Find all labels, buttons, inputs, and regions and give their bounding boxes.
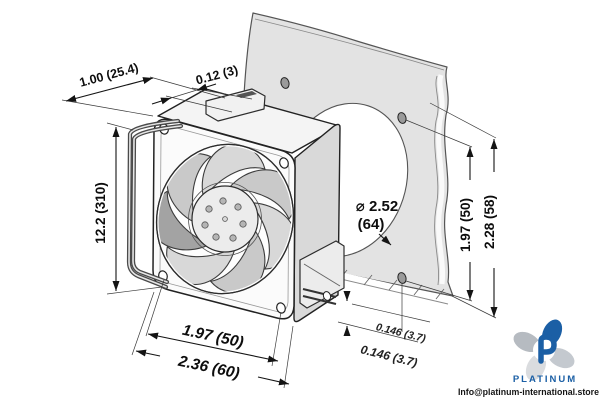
dim-lead-length: 12.2 (310): [93, 122, 163, 295]
plate-screw-hole-bottom-right: [397, 272, 407, 284]
logo-petal-left: [513, 331, 541, 353]
dim-cutout-dia-mm-label: (64): [358, 216, 385, 233]
bracket-hole: [322, 291, 332, 301]
brand-email: Info@platinum-international.store: [458, 387, 599, 397]
lead-wires: [126, 118, 184, 290]
hub-rivets: [201, 197, 247, 242]
plate-screw-hole-top-left: [280, 77, 290, 89]
dim-plate-height: 2.28 (58): [429, 102, 498, 319]
plate-screw-holes: [280, 77, 407, 284]
dim-lead-length-label: 12.2 (310): [93, 182, 108, 244]
mounting-tab: [205, 88, 266, 122]
plate-screw-hole-top-right: [397, 112, 407, 124]
impeller: [143, 132, 307, 300]
brand-name: PLATINUM: [513, 374, 577, 385]
dim-hole-spacing-v: 1.97 (50): [405, 119, 474, 302]
dim-hole-spacing-v-label: 1.97 (50): [458, 198, 473, 252]
terminal-pin: [302, 295, 337, 305]
platinum-logo-icon: [513, 319, 575, 381]
venturi-rim: [155, 143, 295, 295]
dim-cutout-dia: ⌀ 2.52 (64): [356, 198, 398, 246]
terminal-bracket: [299, 240, 345, 309]
dim-plate-height-label: 2.28 (58): [482, 195, 497, 249]
dim-cutout-dia-label: ⌀ 2.52: [356, 198, 398, 215]
hub-center-dot: [222, 216, 228, 222]
fan-body: [126, 88, 345, 323]
hub-ring: [188, 182, 262, 256]
logo-petal-right: [547, 347, 575, 369]
flange-hole-tr: [279, 157, 289, 169]
logo-p-glyph: [538, 334, 557, 364]
plate-top-edge-line: [254, 18, 445, 71]
plate-torn-edge-inner: [434, 75, 440, 286]
flange-hole-br: [276, 302, 286, 314]
tab-notch: [236, 91, 257, 98]
watermark-logo: PLATINUM Info@platinum-international.sto…: [458, 319, 599, 397]
plate-torn-edge-stripe: [436, 74, 446, 285]
